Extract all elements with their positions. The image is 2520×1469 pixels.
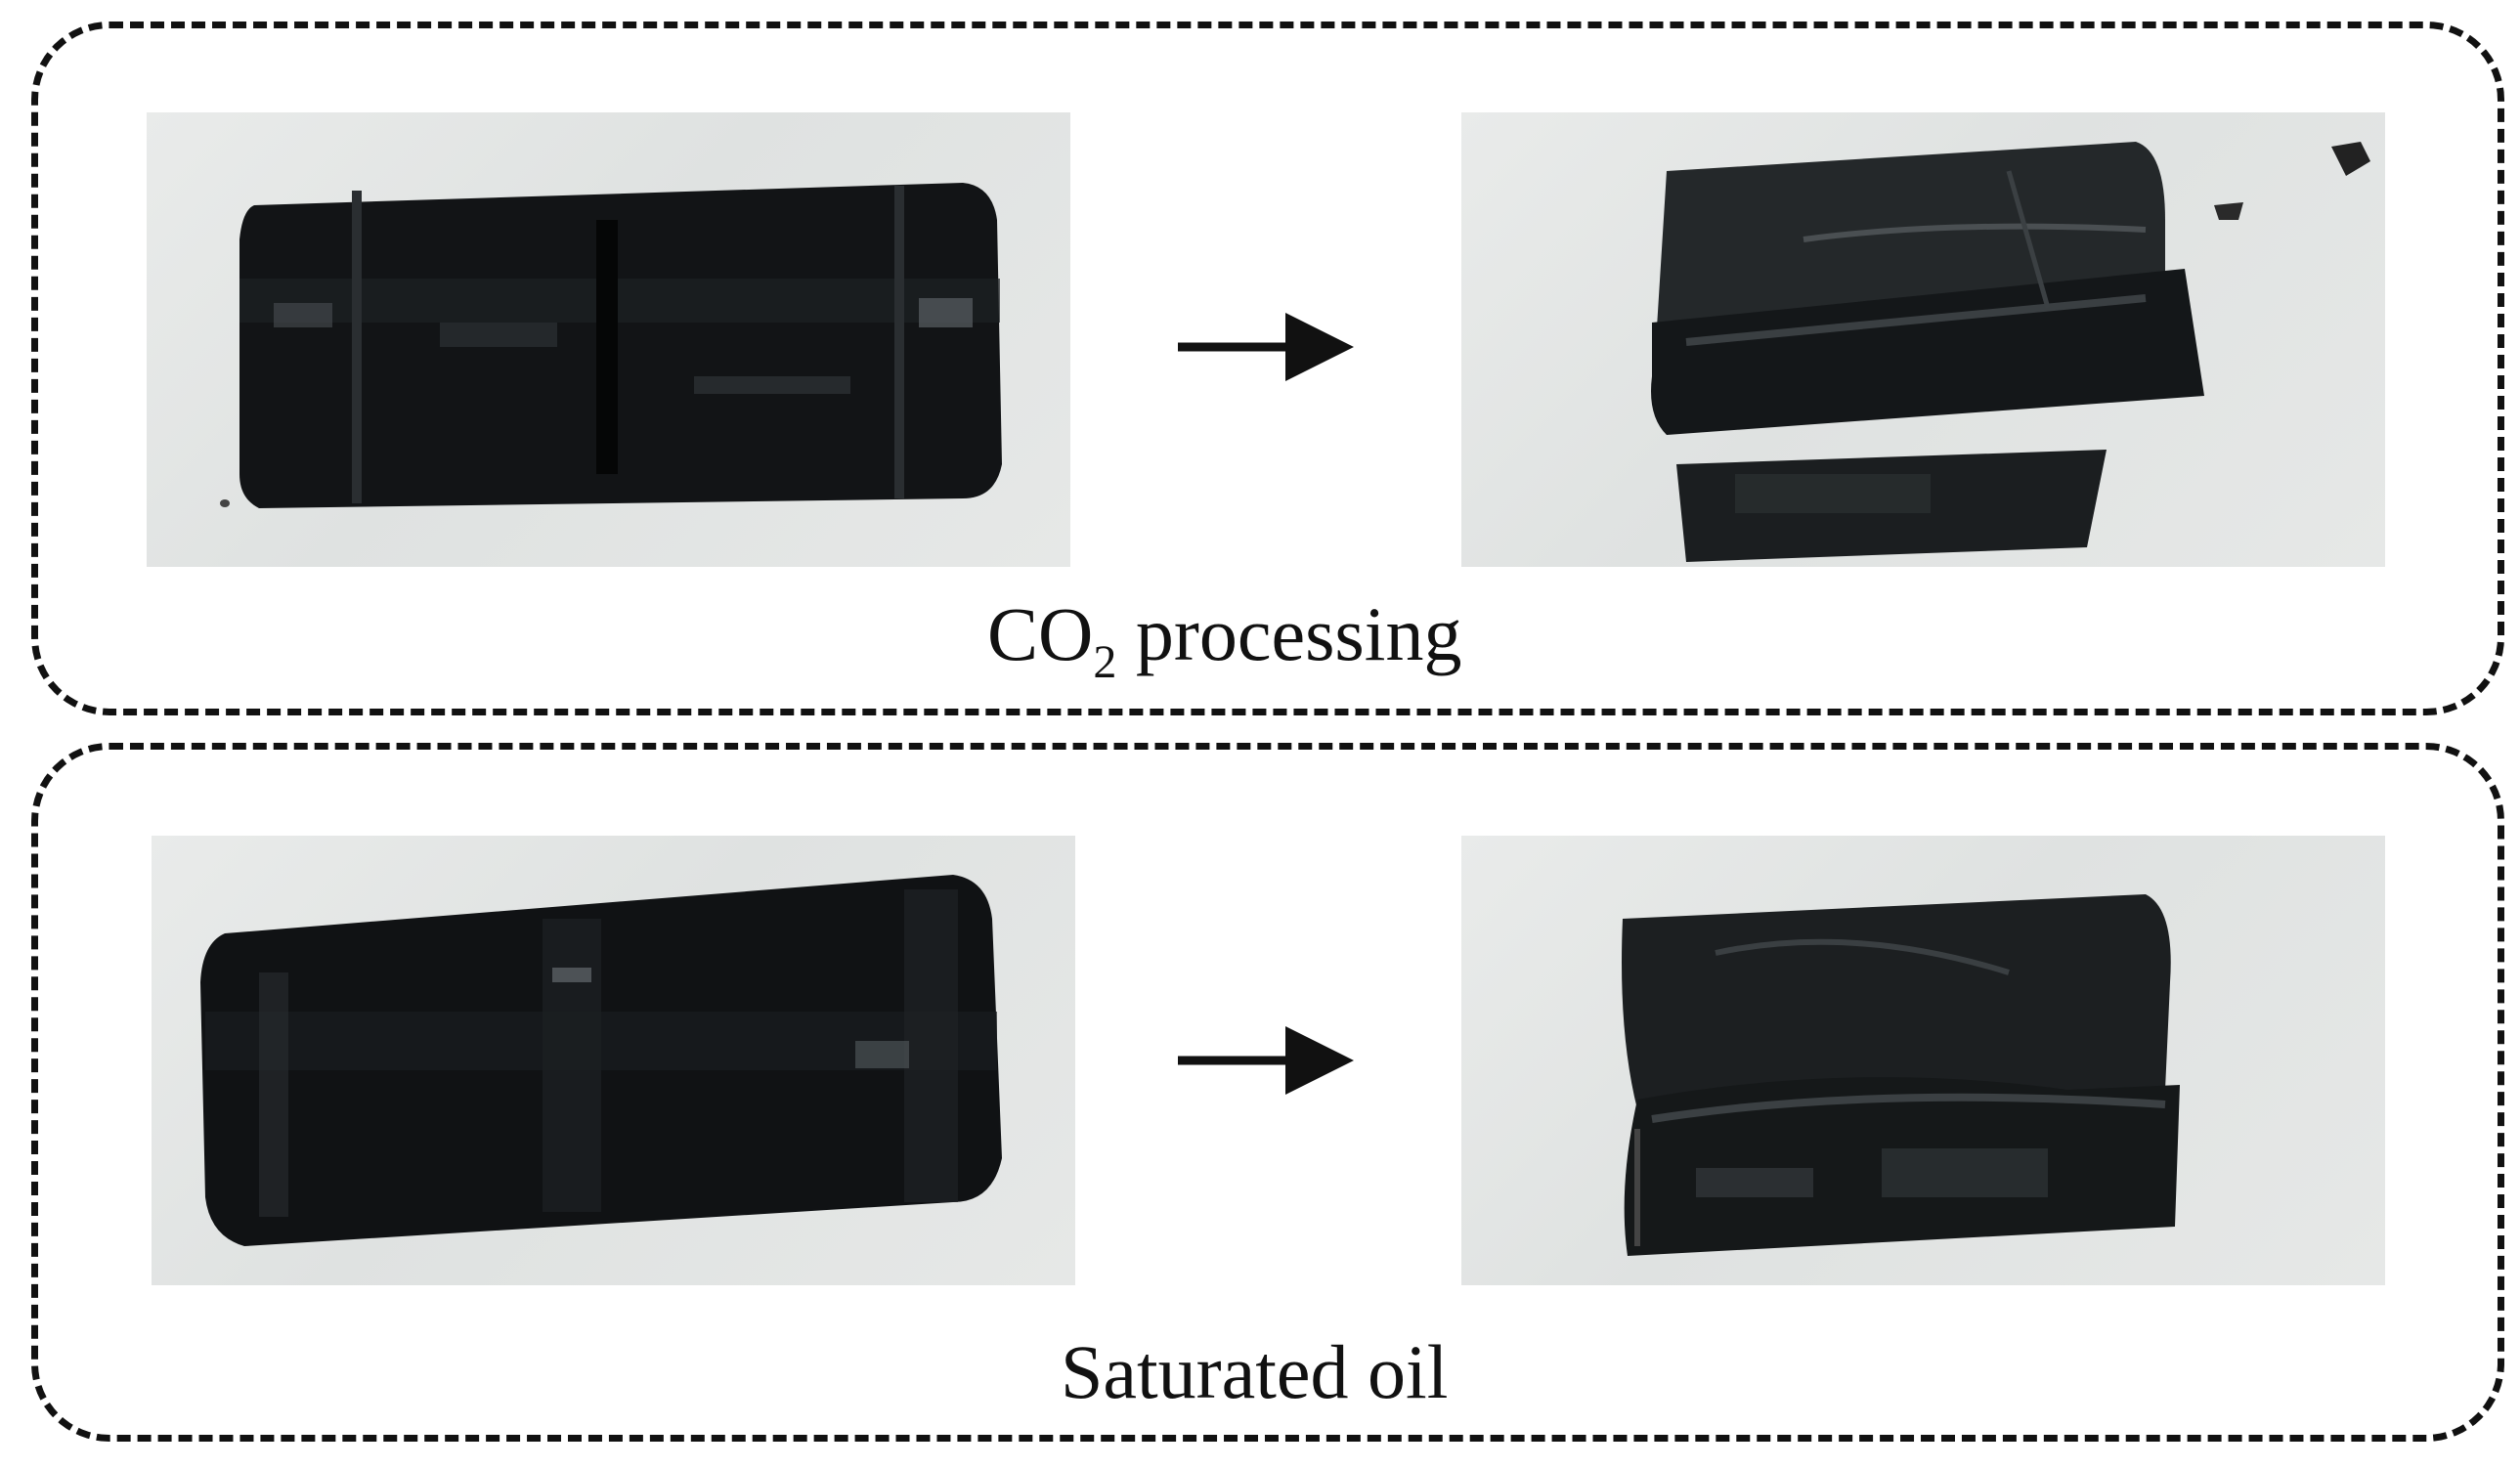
caption-suffix: processing xyxy=(1116,591,1462,676)
right-arrow-icon xyxy=(1178,1026,1354,1095)
co2-processing-panel xyxy=(31,22,2504,715)
saturated-oil-after-photo xyxy=(1461,836,2385,1285)
co2-before-photo xyxy=(147,112,1070,567)
co2-processing-caption: CO2 processing xyxy=(987,596,1461,686)
right-arrow-icon xyxy=(1178,313,1354,381)
caption-subscript: 2 xyxy=(1093,636,1117,688)
co2-after-photo xyxy=(1461,112,2385,567)
saturated-oil-caption: Saturated oil xyxy=(1061,1329,1449,1414)
caption-prefix: CO xyxy=(987,591,1094,676)
saturated-oil-before-photo xyxy=(152,836,1075,1285)
saturated-oil-panel xyxy=(31,743,2504,1442)
